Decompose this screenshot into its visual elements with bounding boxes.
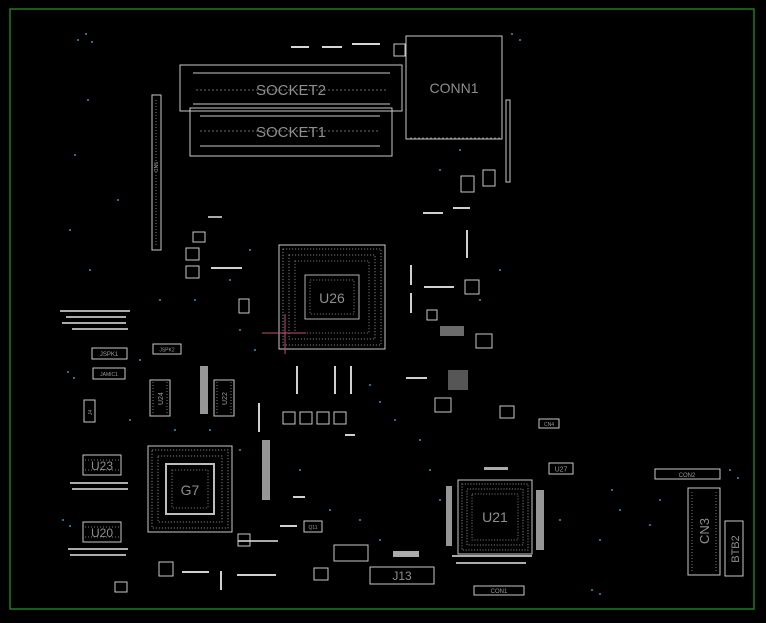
u22-label: U22 (222, 392, 229, 405)
btb2-label: BTB2 (730, 535, 742, 563)
jspk2-part: JSPK2 (152, 343, 182, 355)
u21-label: U21 (482, 509, 508, 525)
u26-bga: U26 (278, 244, 386, 350)
q11-part: Q11 (303, 520, 323, 533)
g7-chip: G7 (147, 445, 233, 533)
square-pad-row (282, 411, 347, 425)
u21-chip: U21 (457, 479, 533, 555)
u27-label: U27 (555, 467, 568, 474)
j4-part: J4 (83, 399, 96, 423)
u23-chip: U23 (82, 454, 122, 476)
btb2-connector: BTB2 (724, 520, 744, 577)
j4-label: J4 (88, 410, 94, 416)
socket1-label: SOCKET1 (256, 124, 326, 141)
conn1-footprint: CONN1 (405, 35, 503, 140)
con1-connector: CON1 (473, 585, 525, 596)
socket2-label: SOCKET2 (256, 82, 326, 99)
board-outline (9, 8, 755, 610)
u20-label: U20 (91, 526, 113, 540)
cn4-label: CN4 (544, 422, 554, 428)
j13-connector: J13 (369, 566, 435, 585)
q11-label: Q11 (308, 525, 317, 531)
u20-chip: U20 (82, 521, 122, 543)
jspk1-label: JSPK1 (100, 352, 119, 358)
con2-label: CON2 (679, 473, 696, 479)
con2-connector: CON2 (654, 468, 721, 480)
u26-label: U26 (319, 290, 345, 306)
pad-clusters (60, 216, 544, 564)
vias (62, 33, 739, 595)
jamic1-label: JAMIC1 (100, 372, 118, 378)
cn3-connector: CN3 (687, 487, 721, 576)
crosshair-marker (262, 314, 306, 354)
con1-label: CON1 (491, 589, 508, 595)
cn5-label: CN5 (154, 162, 160, 172)
cn4-part: CN4 (538, 418, 560, 429)
top-strip-pads (291, 43, 406, 57)
u24-chip: U24 (149, 379, 171, 417)
jspk1-part: JSPK1 (91, 347, 128, 360)
g7-label: G7 (181, 482, 200, 498)
j13-label: J13 (392, 569, 412, 583)
u23-label: U23 (91, 459, 113, 473)
socket2-footprint: SOCKET2 (179, 64, 403, 112)
conn1-label: CONN1 (429, 80, 478, 96)
cn3-label: CN3 (697, 518, 712, 544)
socket1-footprint: SOCKET1 (189, 107, 393, 157)
cn5-footprint: CN5 (151, 94, 162, 251)
u27-part: U27 (548, 462, 574, 475)
right-strip (505, 99, 511, 183)
jspk2-label: JSPK2 (159, 348, 175, 354)
jamic1-part: JAMIC1 (92, 367, 126, 380)
u24-label: U24 (158, 392, 165, 405)
u22-chip: U22 (213, 379, 235, 417)
